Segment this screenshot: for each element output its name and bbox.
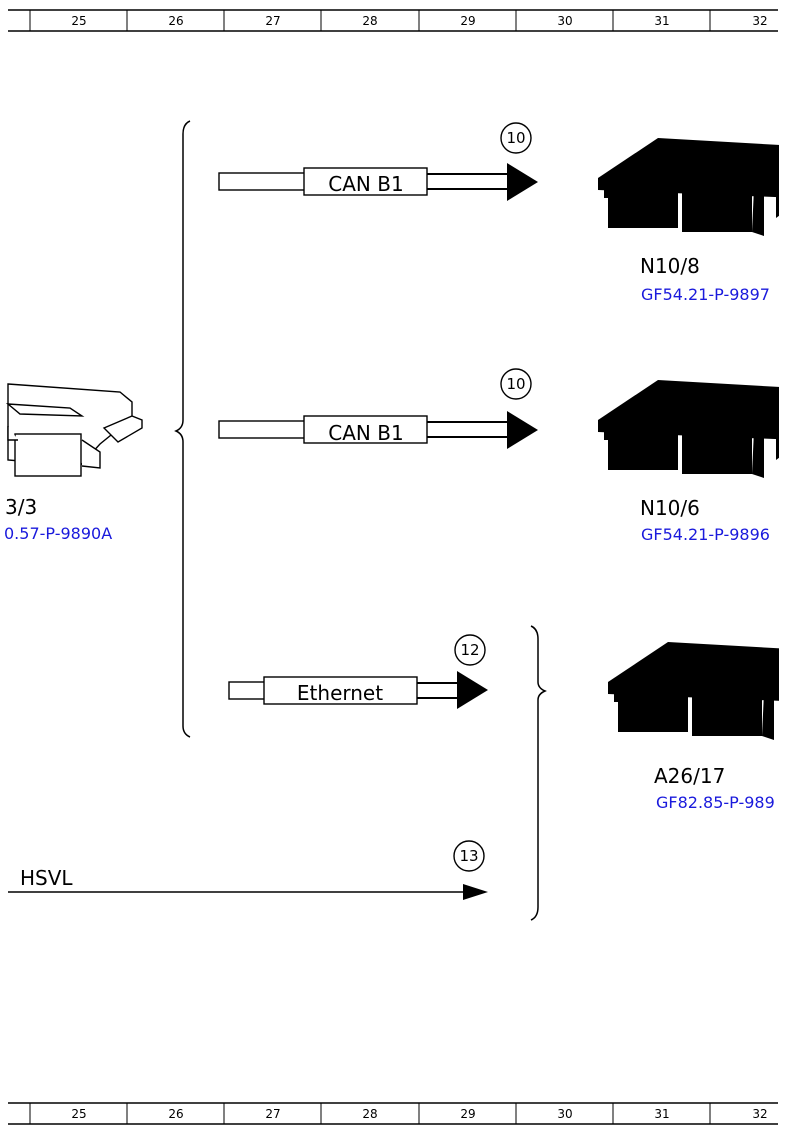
group-brace-right — [530, 625, 547, 921]
ecu-n10-8-module-icon — [598, 138, 787, 236]
marker-number: 13 — [459, 847, 478, 865]
ruler-bottom-col-29: 29 — [460, 1107, 475, 1121]
bus-label: Ethernet — [297, 681, 383, 705]
ruler-col-25: 25 — [71, 14, 86, 28]
ruler-col-29: 29 — [460, 14, 475, 28]
ruler-bottom-col-32: 32 — [752, 1107, 767, 1121]
ruler-col-30: 30 — [557, 14, 572, 28]
ruler-bottom-col-27: 27 — [265, 1107, 280, 1121]
marker-number: 10 — [506, 129, 525, 147]
ecu-n10-6-module-icon — [598, 380, 787, 478]
bus-label: HSVL — [20, 866, 73, 890]
ruler-bottom-col-28: 28 — [362, 1107, 377, 1121]
group-brace-left — [174, 120, 191, 738]
ecu-a26-17-module-icon — [608, 642, 787, 740]
marker-number: 12 — [460, 641, 479, 659]
bus-label: CAN B1 — [328, 172, 403, 196]
connection-hsvl: HSVL 13 — [8, 840, 488, 900]
left-unit-ref-link[interactable]: 0.57-P-9890A — [4, 524, 112, 543]
unit-label-n10-8: N10/8 — [640, 254, 700, 278]
bus-label: CAN B1 — [328, 421, 403, 445]
unit-ref-link-n10-6[interactable]: GF54.21-P-9896 — [641, 525, 770, 544]
marker-number: 10 — [506, 375, 525, 393]
right-margin — [779, 32, 787, 1102]
ruler-bottom-col-31: 31 — [654, 1107, 669, 1121]
unit-ref-link-n10-8[interactable]: GF54.21-P-9897 — [641, 285, 770, 304]
ruler-col-32: 32 — [752, 14, 767, 28]
ruler-col-27: 27 — [265, 14, 280, 28]
ruler-bottom-col-25: 25 — [71, 1107, 86, 1121]
ruler-bottom-col-26: 26 — [168, 1107, 183, 1121]
ruler-bottom-col-30: 30 — [557, 1107, 572, 1121]
unit-label-a26-17: A26/17 — [654, 764, 725, 788]
bottom-ruler: 25 26 27 28 29 30 31 32 — [8, 1102, 778, 1125]
ruler-col-31: 31 — [654, 14, 669, 28]
left-unit-label: 3/3 — [5, 495, 37, 519]
unit-label-n10-6: N10/6 — [640, 496, 700, 520]
left-ecu-module-icon — [5, 383, 143, 477]
top-ruler: 25 26 27 28 29 30 31 32 — [8, 9, 778, 32]
ruler-col-28: 28 — [362, 14, 377, 28]
connection-ethernet: Ethernet 12 — [228, 634, 488, 709]
ruler-col-26: 26 — [168, 14, 183, 28]
connection-can-b1-1: CAN B1 10 — [218, 122, 538, 201]
connection-can-b1-2: CAN B1 10 — [218, 368, 538, 449]
unit-ref-link-a26-17[interactable]: GF82.85-P-989 — [656, 793, 775, 812]
